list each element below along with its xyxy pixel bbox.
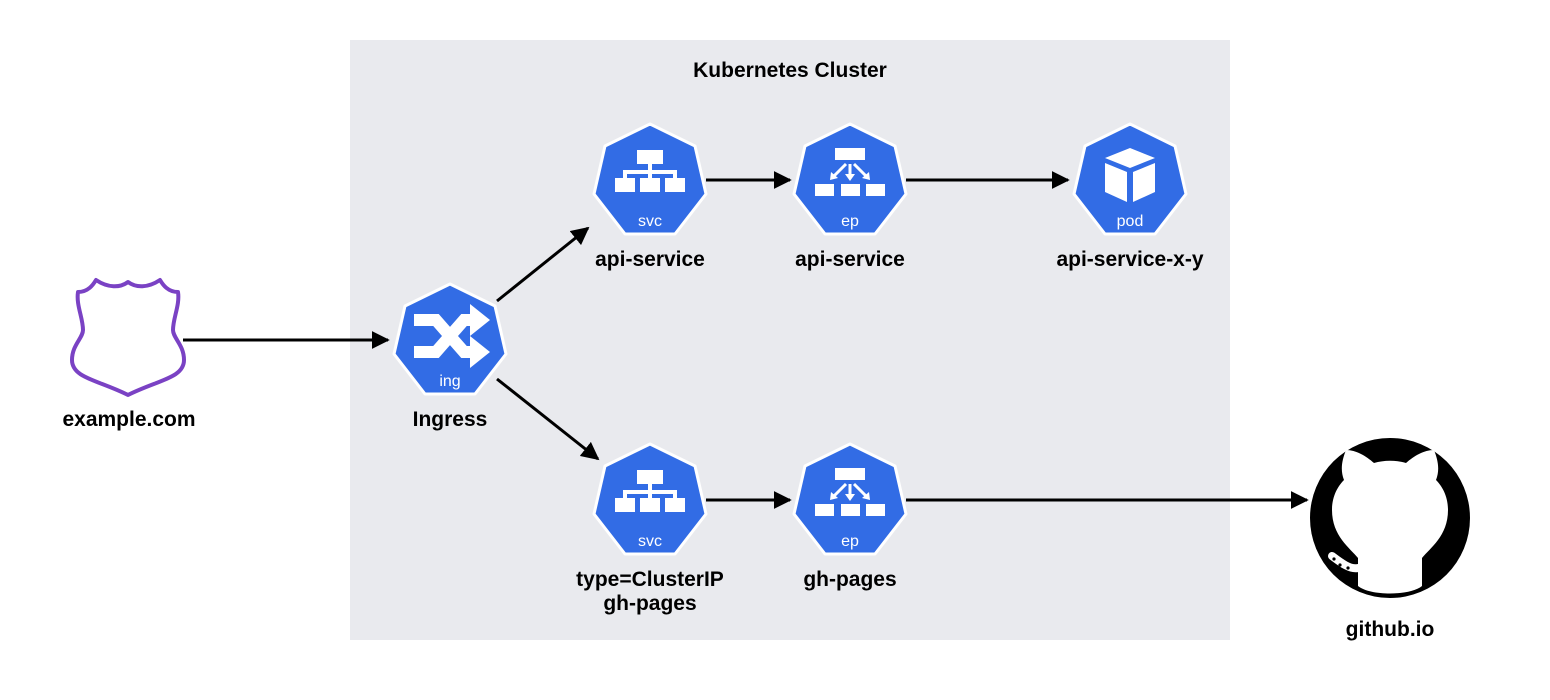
gh-ep-badge: ep [841,533,859,550]
gh-ep-label: gh-pages [803,568,897,591]
cube-icon [1105,148,1155,202]
api-service-pod-node[interactable]: pod [1072,122,1188,236]
shuffle-arrows-icon [414,304,490,368]
edges [183,171,1309,509]
gh-svc-label-line1: type=ClusterIP [576,568,724,591]
api-svc-label: api-service [595,248,705,271]
api-ep-badge: ep [841,213,859,230]
ingress-label: Ingress [412,408,488,431]
github-octocat-icon[interactable] [1310,438,1470,598]
api-pod-badge: pod [1117,213,1144,230]
gh-pages-svc-node[interactable]: svc [592,442,708,556]
domain-label: example.com [62,408,196,431]
api-pod-label: api-service-x-y [1056,248,1204,271]
edge-ingress-api-svc [496,226,590,303]
ingress-node[interactable]: ing [392,282,508,396]
highway-shield-icon [70,278,186,397]
api-svc-badge: svc [638,213,662,230]
cluster-title: Kubernetes Cluster [693,59,887,82]
gh-svc-label: type=ClusterIP gh-pages [576,568,724,616]
gh-svc-label-line2: gh-pages [603,592,697,615]
api-ep-label: api-service [795,248,905,271]
github-label: github.io [1345,618,1435,641]
api-service-ep-node[interactable]: ep [792,122,908,236]
api-service-svc-node[interactable]: svc [592,122,708,236]
edge-ingress-gh-svc [496,377,600,461]
gh-svc-badge: svc [638,533,662,550]
ingress-badge: ing [439,373,460,390]
gh-pages-ep-node[interactable]: ep [792,442,908,556]
